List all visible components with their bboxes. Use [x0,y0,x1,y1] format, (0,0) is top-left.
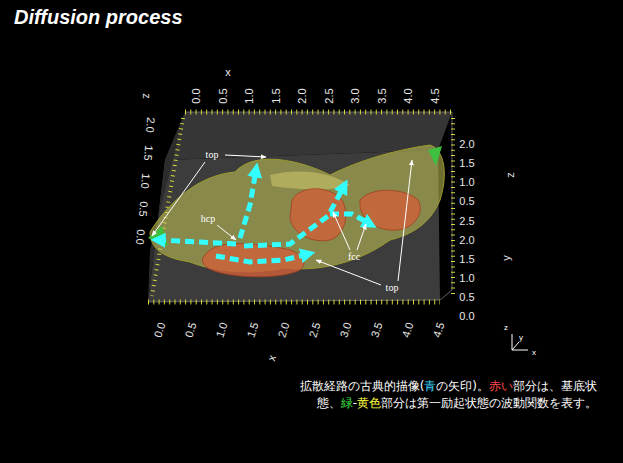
tick-label: 2.5 [307,321,322,339]
site-label: top [386,283,399,293]
tick-label: 0.0 [134,229,146,245]
tick-label: 1.5 [141,145,153,161]
diffusion-path [240,170,256,238]
caption-segment: 部分は第一励起状態の波動関数を表す。 [381,396,597,410]
axis-name: z [141,93,152,99]
tick-label: 2.0 [459,235,474,246]
tick-label: 3.5 [376,88,387,103]
leader-line [316,260,381,285]
axis-name: z [505,172,516,178]
tick-label: 0.0 [152,321,167,339]
axis-name: y [501,255,512,261]
caption-segment: 黄色 [357,396,381,410]
tick-label: 0.0 [191,88,202,103]
leader-line [357,224,366,250]
tick-label: 1.5 [245,321,260,339]
tick-label: 0.5 [217,88,228,103]
tick-label: 4.0 [403,88,414,103]
tick-label: 3.5 [369,321,384,339]
axis-icon-label: z [504,324,508,332]
tick-label: 2.0 [297,88,308,103]
tick-label: 1.5 [459,254,474,265]
tick-label: 1.0 [139,173,151,189]
axis-icon-line [512,342,519,350]
leader-line [225,155,266,157]
axis-name: x [225,67,231,78]
slide-title: Diffusion process [14,6,183,29]
tick-label: 3.0 [338,321,353,339]
tick-label: 4.0 [400,321,415,339]
axis-ticks [185,110,452,115]
tick-label: 0.0 [459,311,474,322]
ground-state-isosurface [360,190,420,230]
excited-state-spot [428,146,442,166]
tick-label: 0.5 [136,201,148,217]
leader-line [152,162,205,236]
leader-line [217,225,236,240]
tick-label: 0.5 [459,196,474,207]
caption-segment: 青 [424,379,436,393]
tick-label: 4.5 [431,321,446,339]
excited-state-spot [148,226,168,246]
site-label: fcc [348,252,360,262]
caption-segment: 赤い [489,379,513,393]
tick-label: 2.5 [323,88,334,103]
tick-label: 2.0 [276,321,291,339]
site-label: top [206,150,219,160]
axis-icon-label: y [519,334,523,342]
axis-ticks [451,118,455,298]
figure-caption: 拡散経路の古典的描像(青の矢印)。赤い部分は、基底状態、緑-黄色部分は第一励起状… [297,378,597,412]
diffusion-path [216,254,308,262]
caption-segment: の矢印)。 [436,379,489,393]
tick-label: 2.0 [144,117,156,133]
caption-segment: 緑 [341,396,353,410]
tick-label: 4.5 [429,88,440,103]
tick-label: 1.0 [244,88,255,103]
caption-segment: - [353,396,357,410]
diffusion-path [158,240,236,244]
tick-label: 2.5 [459,216,474,227]
axis-icon-line [512,334,513,350]
tick-label: 3.0 [350,88,361,103]
tick-label: 0.5 [459,292,474,303]
tick-label: 1.5 [459,158,474,169]
tick-label: 1.0 [214,321,229,339]
axis-name: x [266,354,278,363]
leader-line [333,212,350,250]
axis-icon-label: x [532,349,536,357]
tick-label: 1.5 [270,88,281,103]
excited-state-isosurface [270,172,350,190]
axis-ticks [148,300,440,305]
site-label: hcp [201,214,215,224]
tick-label: 2.0 [459,139,474,150]
axis-icon-line [512,350,528,351]
tick-label: 1.0 [459,273,474,284]
caption-segment: 拡散経路の古典的描像( [300,379,425,393]
box-edge [148,112,452,302]
diffusion-path [244,186,344,246]
tick-label: 0.5 [183,321,198,339]
tick-label: 1.0 [459,177,474,188]
leader-line [398,160,412,281]
